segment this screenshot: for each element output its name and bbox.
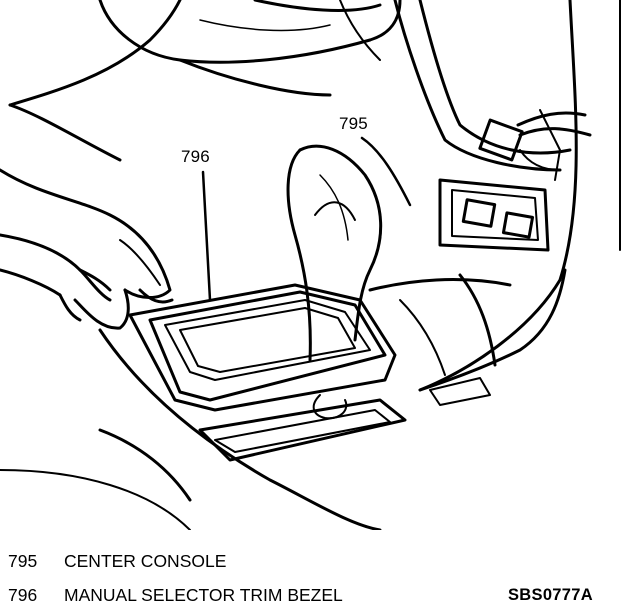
callout-795: 795 — [339, 114, 368, 133]
center-console-body — [0, 268, 567, 530]
dashboard-outline — [8, 0, 402, 162]
legend-number: 796 — [8, 585, 38, 605]
figure-code: SBS0777A — [508, 586, 593, 604]
callout-796: 796 — [181, 147, 210, 166]
legend-label: CENTER CONSOLE — [64, 551, 227, 571]
callout-leader-lines — [201, 136, 412, 302]
wire-harness — [478, 109, 592, 181]
legend-label: MANUAL SELECTOR TRIM BEZEL — [64, 585, 343, 605]
legend-number: 795 — [8, 551, 38, 571]
line-drawing-illustration — [0, 0, 621, 530]
shift-knob — [286, 144, 383, 362]
side-panel-outline — [393, 0, 621, 392]
hand-illustration — [0, 168, 174, 330]
trim-bezel — [128, 283, 397, 412]
